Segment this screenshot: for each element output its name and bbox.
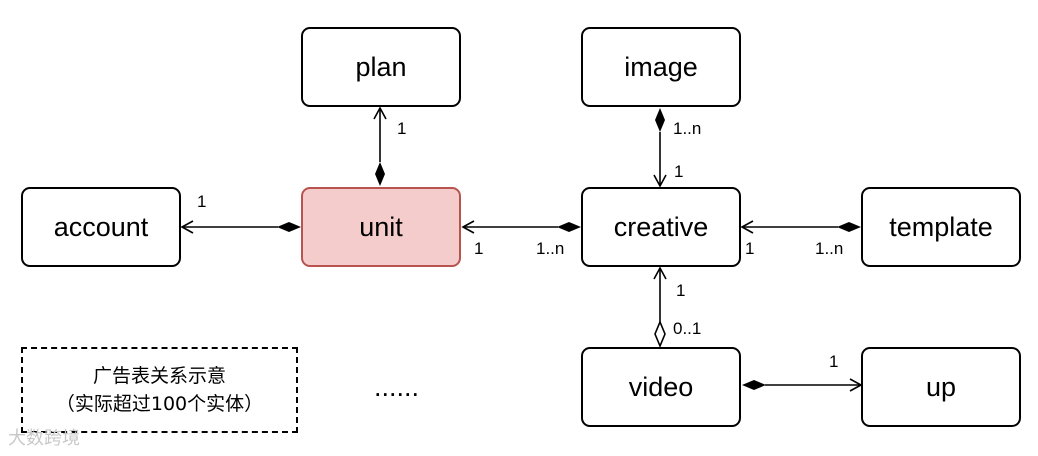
legend-line-1: 广告表关系示意 <box>92 365 226 387</box>
diamond-unit-account <box>277 222 301 232</box>
mult-template-end: 1..n <box>815 239 844 258</box>
diamond-template-creative <box>837 222 861 232</box>
entity-template: template <box>861 187 1021 267</box>
mult-creative-end-of-template: 1 <box>745 239 755 258</box>
mult-plan-end: 1 <box>397 119 407 138</box>
mult-account-end: 1 <box>197 192 207 211</box>
mult-video-end: 0..1 <box>673 319 702 338</box>
legend-line-2: （实际超过100个实体） <box>55 393 264 415</box>
mult-creative-end-of-video: 1 <box>676 281 686 300</box>
entity-up: up <box>861 347 1021 427</box>
diamond-image-creative <box>655 108 665 132</box>
more-entities-ellipsis: ...... <box>374 372 420 402</box>
watermark: 大数跨境 <box>8 428 80 449</box>
entity-image: image <box>581 27 741 107</box>
entity-plan: plan <box>301 27 461 107</box>
entity-account: account <box>21 187 181 267</box>
entity-creative: creative <box>581 187 741 267</box>
mult-up-end: 1 <box>829 352 839 371</box>
diamond-unit-plan <box>375 162 385 186</box>
entity-unit: unit <box>301 187 461 267</box>
diamond-video-up <box>742 380 766 390</box>
mult-image-end: 1..n <box>673 119 702 138</box>
diamond-creative-unit <box>557 222 581 232</box>
entity-video: video <box>581 347 741 427</box>
hollow-diamond-video-creative <box>654 319 666 349</box>
mult-creative-end-of-unit: 1..n <box>536 239 565 258</box>
mult-creative-end-of-image: 1 <box>674 162 684 181</box>
legend-note: 广告表关系示意 （实际超过100个实体） <box>21 347 298 433</box>
mult-unit-end-of-creative: 1 <box>474 239 484 258</box>
